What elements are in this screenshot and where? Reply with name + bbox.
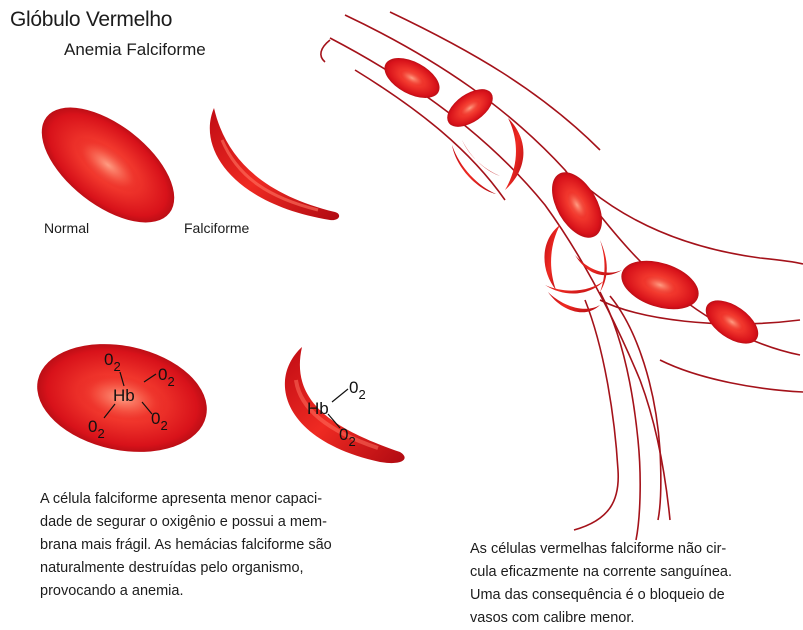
normal-label: Normal [44,220,89,236]
right-caption: As células vermelhas falciforme não cir-… [470,538,732,630]
caption-line: As células vermelhas falciforme não cir- [470,538,732,561]
page-title: Glóbulo Vermelho [10,8,172,32]
caption-line: brana mais frágil. As hemácias falciform… [40,534,332,557]
sickle-red-blood-cell [210,108,339,220]
hb-label: Hb [113,386,135,405]
left-caption: A célula falciforme apresenta menor capa… [40,488,332,603]
caption-line: A célula falciforme apresenta menor capa… [40,488,332,511]
sickle-label: Falciforme [184,220,249,236]
caption-line: Uma das consequência é o bloqueio de [470,584,732,607]
o2-label: 02 [349,378,366,402]
vessel-normal-cell-2 [441,82,500,135]
page-subtitle: Anemia Falciforme [64,40,206,60]
caption-line: provocando a anemia. [40,580,332,603]
caption-line: naturalmente destruídas pelo organismo, [40,557,332,580]
caption-line: dade de segurar o oxigênio e possui a me… [40,511,332,534]
vessel-normal-cell-1 [378,50,446,106]
caption-line: cula eficazmente na corrente sanguínea. [470,561,732,584]
caption-line: vasos com calibre menor. [470,607,732,630]
hb-label: Hb [307,399,329,418]
vessel-normal-cell-4 [615,252,705,319]
sickle-cell-oxygen [285,347,405,463]
vessel-normal-cell-5 [698,292,766,353]
